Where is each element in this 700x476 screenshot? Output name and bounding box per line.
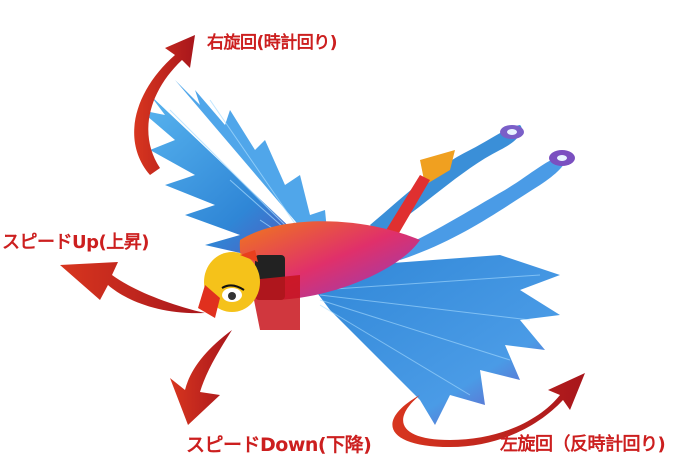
tail (370, 125, 575, 260)
speed-down-label: スピードDown(下降) (186, 434, 372, 456)
bird-body (239, 221, 420, 330)
left-turn-label: 左旋回（反時計回り) (500, 434, 666, 455)
speed-up-arrow (60, 262, 205, 314)
right-wing (300, 255, 560, 425)
left-turn-arrow (392, 373, 585, 447)
speed-up-label: スピードUp(上昇) (2, 232, 149, 253)
right-turn-arrow (134, 35, 195, 175)
bird-head (198, 250, 260, 318)
right-turn-label: 右旋回(時計回り) (207, 33, 338, 53)
speed-down-arrow (170, 330, 232, 425)
